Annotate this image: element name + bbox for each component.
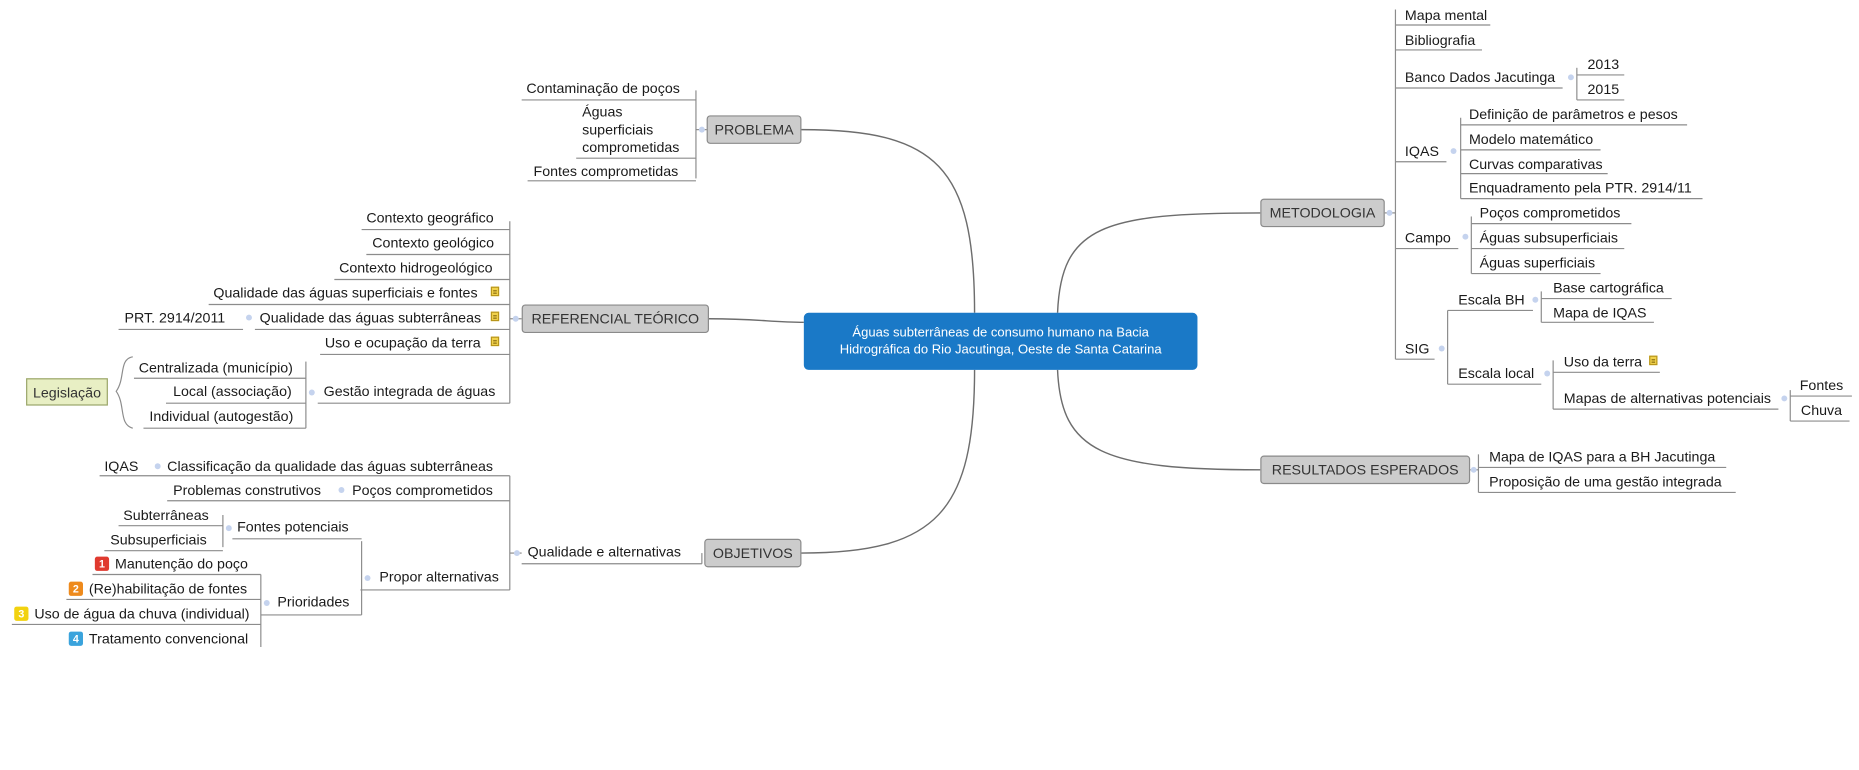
objetivos-pocos-comprometidos[interactable]: Poços comprometidos [352, 481, 493, 499]
metodologia-campo[interactable]: Campo [1404, 229, 1451, 247]
escala-local-uso-terra[interactable]: Uso da terra [1563, 353, 1643, 370]
priority-4-icon: 4 [68, 631, 83, 646]
escala-bh-base-cartografica[interactable]: Base cartográfica [1553, 279, 1664, 297]
sig-escala-bh[interactable]: Escala BH [1458, 291, 1525, 309]
topic-objetivos-label: OBJETIVOS [712, 544, 793, 562]
metodologia-bibliografia[interactable]: Bibliografia [1404, 32, 1476, 49]
prioridade-manutencao[interactable]: Manutenção do poço [115, 555, 248, 573]
note-icon[interactable] [490, 286, 500, 297]
problema-item-contaminacao[interactable]: Contaminação de poços [526, 79, 680, 97]
banco-ano-2015[interactable]: 2015 [1587, 80, 1620, 98]
topic-problema-label: PROBLEMA [714, 121, 794, 138]
metodologia-banco-dados[interactable]: Banco Dados Jacutinga [1404, 68, 1556, 86]
topic-metodologia-label: METODOLOGIA [1269, 204, 1376, 222]
prioridade-tratamento[interactable]: Tratamento convencional [88, 630, 249, 648]
escala-bh-mapa-iqas[interactable]: Mapa de IQAS [1553, 304, 1647, 322]
topic-objetivos[interactable]: OBJETIVOS [704, 538, 802, 568]
problema-item-aguas-superficiais[interactable]: Águas superficiais comprometidas [582, 103, 680, 156]
objetivos-iqas[interactable]: IQAS [104, 457, 139, 475]
fontes-subterraneas[interactable]: Subterrâneas [123, 506, 209, 524]
iqas-enquadramento[interactable]: Enquadramento pela PTR. 2914/11 [1468, 179, 1692, 197]
problema-item-fontes[interactable]: Fontes comprometidas [533, 162, 679, 180]
central-title-line-1: Águas subterrâneas de consumo humano na … [852, 325, 1149, 341]
prioridade-agua-chuva[interactable]: Uso de água da chuva (individual) [34, 605, 250, 623]
objetivos-prioridades[interactable]: Prioridades [277, 593, 350, 611]
gestao-individual[interactable]: Individual (autogestão) [149, 407, 294, 425]
legislacao-callout[interactable]: Legislação [26, 378, 108, 406]
metodologia-mapa-mental[interactable]: Mapa mental [1404, 7, 1488, 24]
metodologia-iqas[interactable]: IQAS [1404, 142, 1439, 160]
gestao-local[interactable]: Local (associação) [173, 382, 292, 400]
topic-problema[interactable]: PROBLEMA [706, 115, 802, 144]
priority-2-icon: 2 [68, 581, 83, 596]
iqas-modelo-matematico[interactable]: Modelo matemático [1468, 130, 1594, 148]
topic-resultados-esperados[interactable]: RESULTADOS ESPERADOS [1260, 455, 1471, 485]
legislacao-label: Legislação [32, 383, 101, 401]
topic-metodologia[interactable]: METODOLOGIA [1260, 198, 1385, 228]
sig-escala-local[interactable]: Escala local [1458, 365, 1535, 382]
referencial-item-gestao-integrada[interactable]: Gestão integrada de águas [323, 382, 496, 400]
connector-lines [11, 9, 1852, 648]
resultados-mapa-iqas[interactable]: Mapa de IQAS para a BH Jacutinga [1489, 448, 1716, 466]
topic-resultados-label: RESULTADOS ESPERADOS [1271, 461, 1459, 479]
escala-local-mapas-alternativas[interactable]: Mapas de alternativas potenciais [1563, 390, 1772, 407]
iqas-curvas-comparativas[interactable]: Curvas comparativas [1468, 155, 1603, 173]
campo-aguas-superficiais[interactable]: Águas superficiais [1479, 254, 1596, 272]
referencial-item-qualidade-subterraneas[interactable]: Qualidade das águas subterrâneas [259, 309, 482, 326]
topic-referencial-label: REFERENCIAL TEÓRICO [531, 310, 700, 328]
central-topic[interactable]: Águas subterrâneas de consumo humano na … [803, 312, 1198, 370]
mapas-alt-fontes[interactable]: Fontes [1799, 377, 1844, 394]
objetivos-propor-alternativas[interactable]: Propor alternativas [379, 568, 499, 586]
objetivos-qualidade-alternativas[interactable]: Qualidade e alternativas [527, 543, 682, 561]
campo-aguas-subsuperficiais[interactable]: Águas subsuperficiais [1479, 229, 1619, 247]
gestao-centralizada[interactable]: Centralizada (município) [138, 359, 293, 376]
priority-3-icon: 3 [14, 606, 29, 621]
banco-ano-2013[interactable]: 2013 [1587, 55, 1620, 73]
objetivos-problemas-construtivos[interactable]: Problemas construtivos [173, 481, 321, 499]
priority-1-icon: 1 [94, 556, 110, 571]
mapas-alt-chuva[interactable]: Chuva [1800, 402, 1843, 419]
metodologia-sig[interactable]: SIG [1404, 340, 1430, 357]
referencial-item-contexto-geografico[interactable]: Contexto geográfico [366, 209, 494, 226]
referencial-item-qualidade-superficiais[interactable]: Qualidade das águas superficiais e fonte… [213, 284, 478, 301]
objetivos-fontes-potenciais[interactable]: Fontes potenciais [237, 518, 349, 536]
referencial-item-uso-ocupacao[interactable]: Uso e ocupação da terra [324, 334, 481, 351]
resultados-proposicao-gestao[interactable]: Proposição de uma gestão integrada [1489, 473, 1722, 491]
campo-pocos[interactable]: Poços comprometidos [1479, 204, 1621, 222]
objetivos-classificacao[interactable]: Classificação da qualidade das águas sub… [167, 457, 494, 475]
note-icon[interactable] [490, 336, 500, 347]
note-icon[interactable] [1649, 355, 1658, 366]
fontes-subsuperficiais[interactable]: Subsuperficiais [110, 531, 207, 549]
referencial-item-contexto-hidrogeologico[interactable]: Contexto hidrogeológico [339, 259, 493, 276]
referencial-item-contexto-geologico[interactable]: Contexto geológico [372, 234, 495, 251]
topic-referencial-teorico[interactable]: REFERENCIAL TEÓRICO [521, 304, 709, 334]
central-title-line-2: Hidrográfica do Rio Jacutinga, Oeste de … [839, 342, 1162, 357]
iqas-definicao-parametros[interactable]: Definição de parâmetros e pesos [1468, 105, 1678, 123]
referencial-prt[interactable]: PRT. 2914/2011 [124, 309, 226, 326]
note-icon[interactable] [490, 311, 500, 322]
prioridade-rehabilitacao[interactable]: (Re)habilitação de fontes [88, 580, 248, 598]
